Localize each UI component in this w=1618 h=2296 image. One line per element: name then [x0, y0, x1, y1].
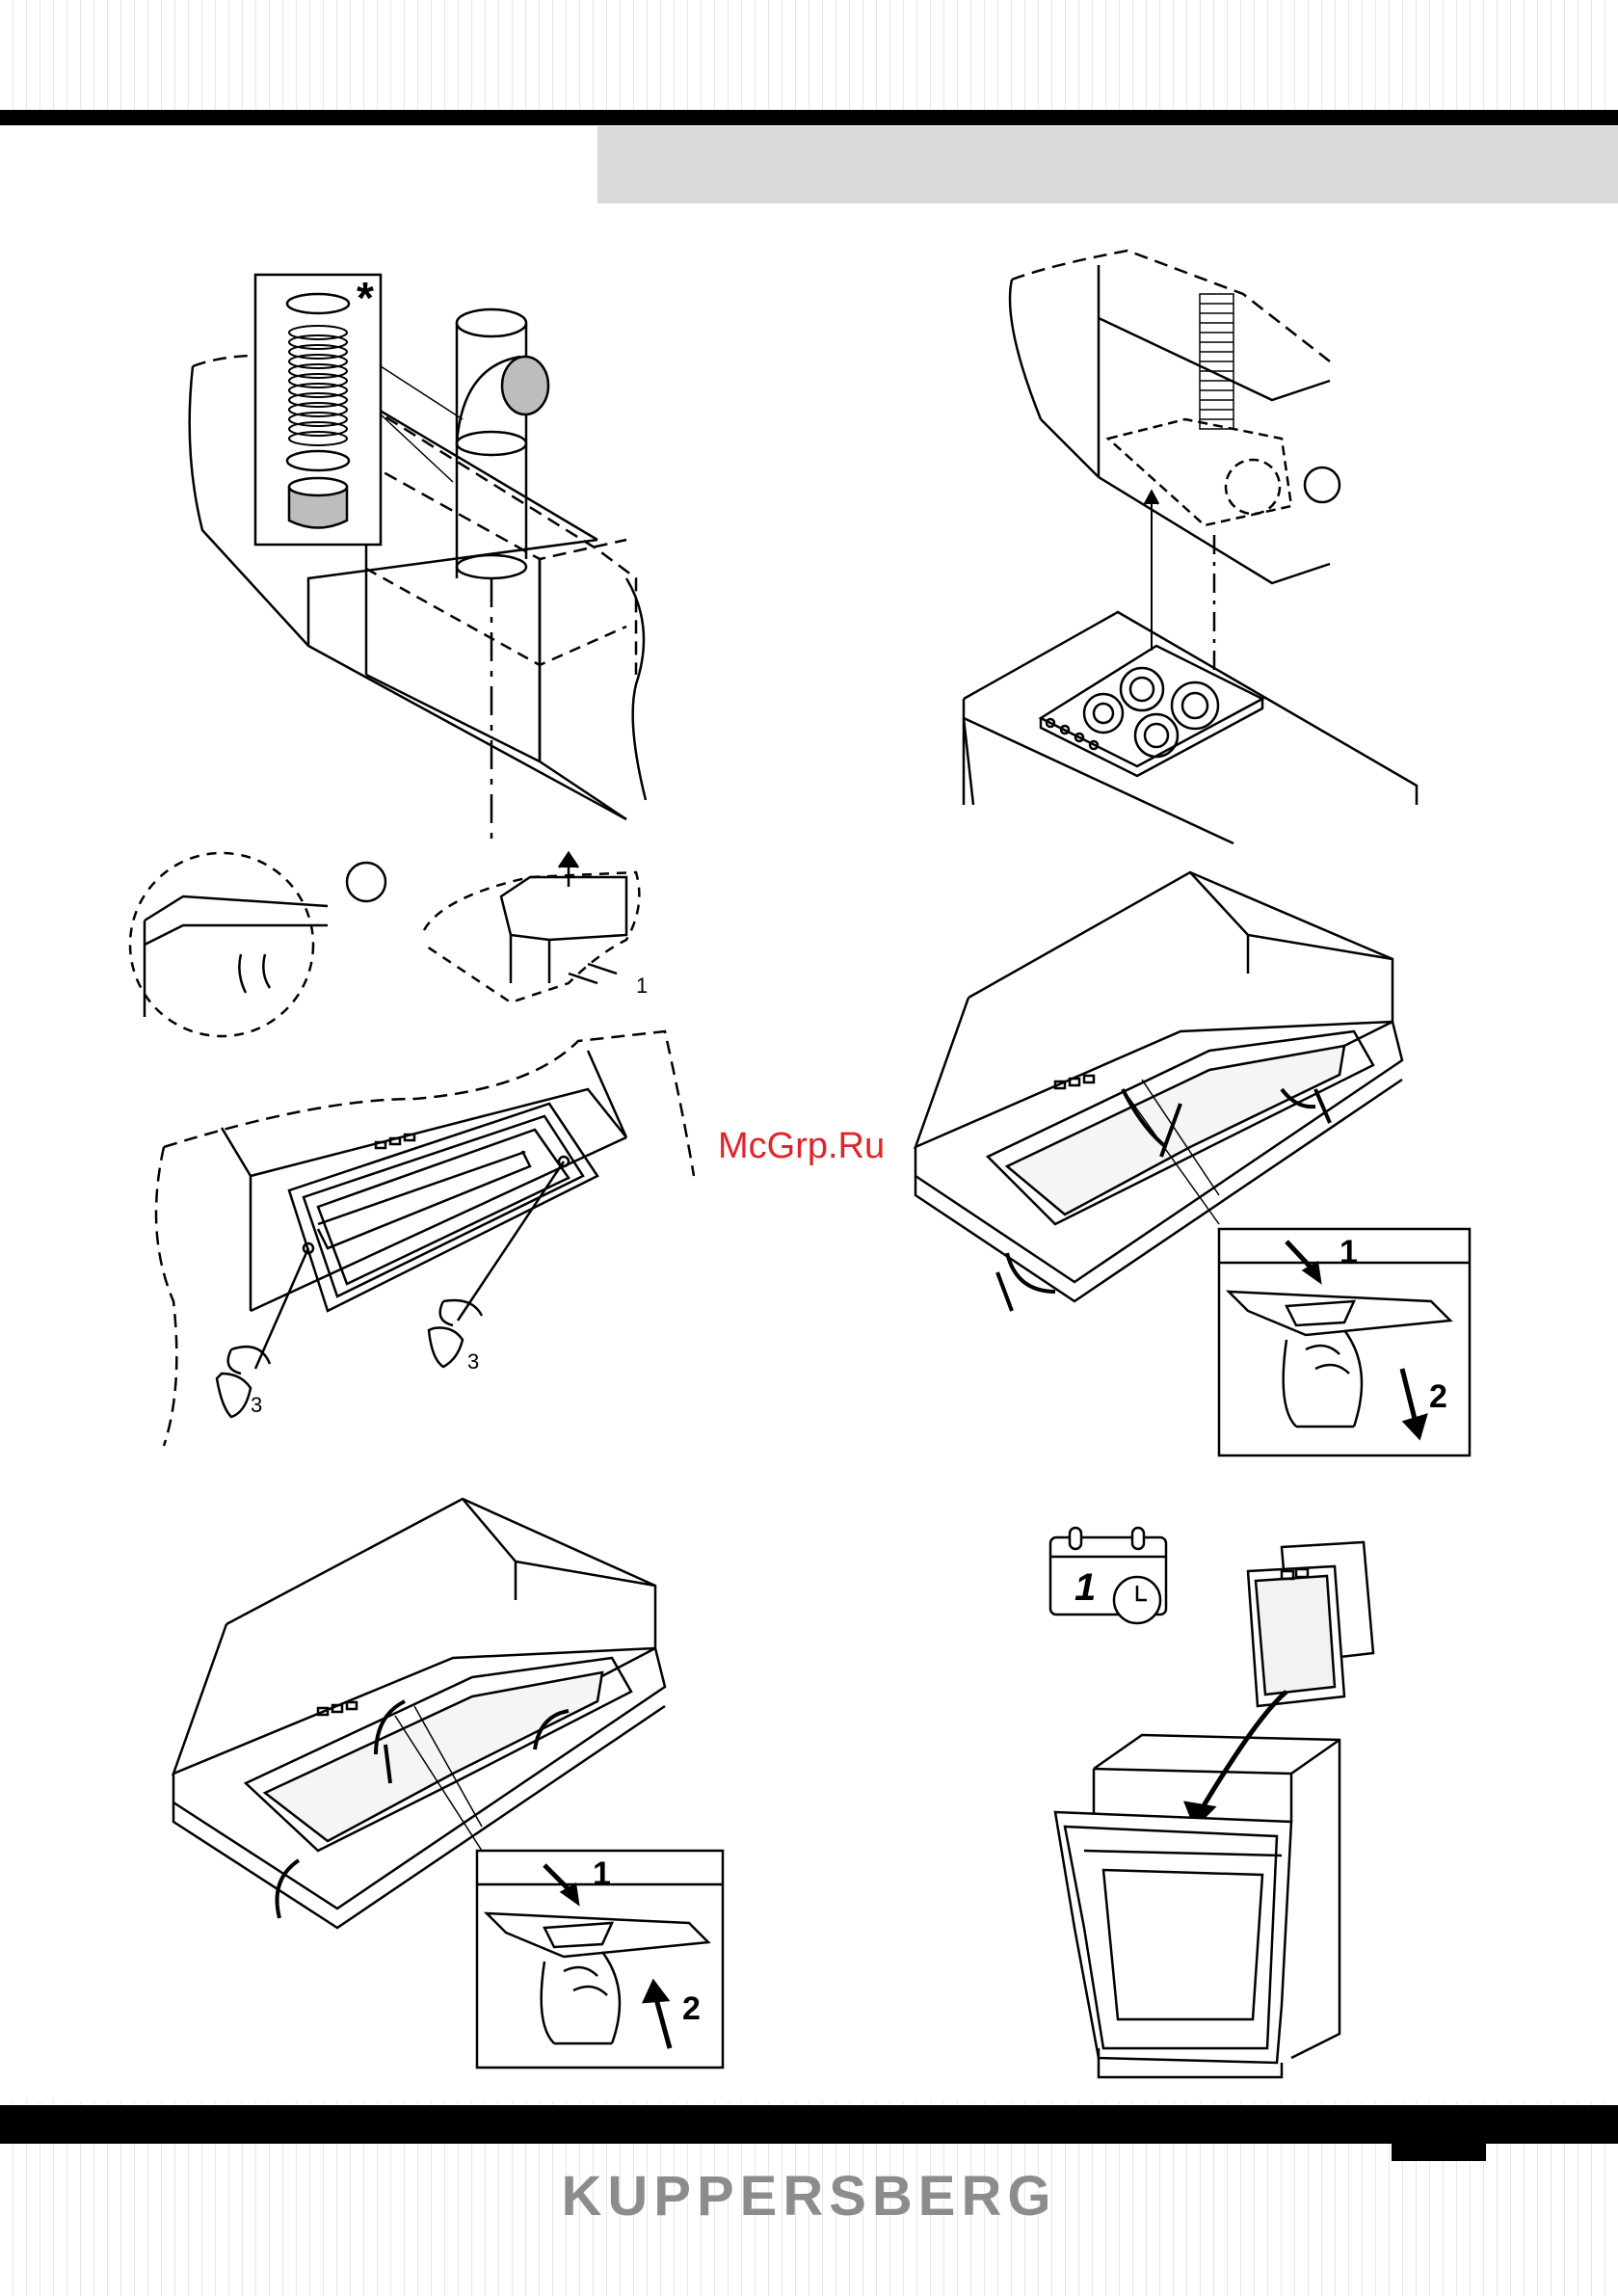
figure-filter-insert: 1 2 — [154, 1494, 732, 2072]
header-band — [597, 126, 1618, 203]
figure-hood-over-cooktop — [954, 246, 1455, 863]
figure-hood-mount: 1 3 3 — [125, 848, 723, 1446]
brand-logo: KUPPERSBERG — [0, 2164, 1618, 2229]
watermark: McGrp.Ru — [718, 1126, 885, 1167]
figure-filter-dishwasher: 1 — [1046, 1523, 1450, 2082]
step-1-label: 1 — [1339, 1234, 1358, 1270]
bottom-rule — [0, 2105, 1618, 2144]
calendar-number: 1 — [1074, 1566, 1096, 1609]
step-3a-label: 3 — [251, 1393, 262, 1417]
step-3b-label: 3 — [467, 1349, 479, 1374]
asterisk-label: * — [357, 273, 374, 323]
figure-duct-install: * — [173, 260, 752, 858]
step-2-label: 2 — [1429, 1378, 1447, 1415]
step-1-label: 1 — [593, 1855, 611, 1892]
step-1-label: 1 — [636, 974, 648, 998]
top-rule — [0, 110, 1618, 125]
figure-filter-removal: 1 2 — [901, 868, 1479, 1465]
page-number-tab — [1392, 2144, 1486, 2161]
step-2-label: 2 — [682, 1990, 701, 2027]
